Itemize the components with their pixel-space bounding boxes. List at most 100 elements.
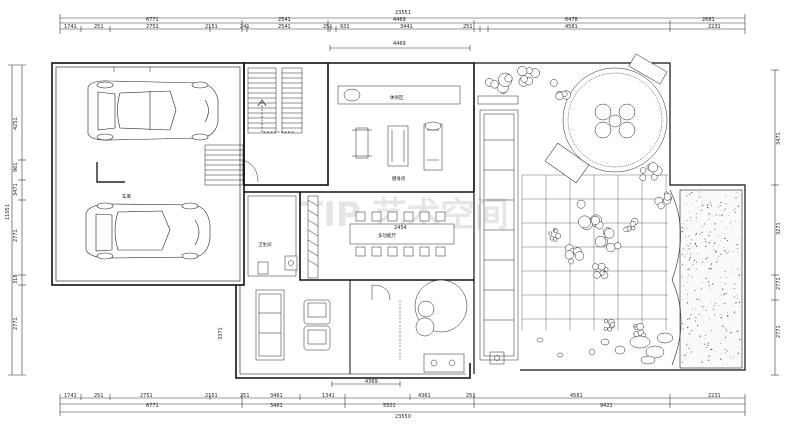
- gravel-dot: [691, 276, 693, 278]
- gravel-dot: [704, 343, 706, 345]
- gravel-dot: [692, 264, 694, 266]
- bottom-sub-dim-2: 251: [94, 393, 104, 399]
- gravel-dot: [683, 284, 685, 286]
- garage: 车库: [85, 67, 219, 260]
- gravel-dot: [690, 254, 691, 256]
- bottom-dim-3: 5501: [383, 403, 396, 409]
- gravel-dot: [681, 226, 683, 228]
- gym: 休闲区 健身房: [337, 85, 461, 182]
- gravel-dot: [721, 295, 723, 296]
- gravel-dot: [717, 235, 719, 237]
- bottom-dimension-lines: [59, 381, 746, 416]
- gravel-dot: [712, 309, 715, 311]
- gravel-dot: [707, 359, 710, 361]
- gravel-dot: [710, 200, 712, 202]
- gravel-dot: [720, 253, 722, 255]
- gravel-dot: [724, 302, 726, 304]
- shrub: [603, 326, 608, 331]
- bottom-sub-dim-4: 2151: [205, 393, 218, 399]
- shrub: [578, 215, 591, 229]
- gravel-dot: [686, 244, 688, 246]
- left-dim-3: 3471: [13, 183, 19, 196]
- gravel-dot: [737, 205, 740, 208]
- gravel-dot: [695, 234, 697, 236]
- gravel-dot: [691, 203, 693, 205]
- gravel-dot: [723, 293, 725, 296]
- gravel-dot: [727, 240, 729, 242]
- gravel-dot: [708, 342, 710, 343]
- gravel-dot: [701, 225, 703, 227]
- shrub: [592, 263, 599, 270]
- gravel-dot: [682, 223, 684, 225]
- gravel-dot: [687, 326, 689, 329]
- top-sub-dim-8: 931: [340, 24, 350, 30]
- shrub: [593, 271, 601, 279]
- gravel-dot: [698, 299, 700, 301]
- bottom-dim-2: 3461: [270, 403, 283, 409]
- shrub: [607, 327, 612, 332]
- gravel-dot: [713, 305, 715, 306]
- bottom-sub-dim-6: 3461: [270, 393, 283, 399]
- gravel-dot: [729, 222, 731, 224]
- gravel-dot: [734, 208, 736, 210]
- gravel-dot: [734, 295, 736, 297]
- shrub: [564, 250, 574, 260]
- gravel-dot: [708, 235, 710, 237]
- shrub: [604, 228, 615, 239]
- corridor: [477, 95, 519, 365]
- gravel-dot: [733, 251, 734, 253]
- left-dim-1: 4251: [13, 117, 19, 130]
- gravel-dot: [724, 250, 726, 252]
- gravel-dot: [694, 289, 696, 291]
- gravel-dot: [688, 318, 691, 320]
- top-sub-dim-10: 251: [463, 24, 473, 30]
- gravel-dot: [739, 306, 740, 307]
- bottom-sub-dim-11: 2231: [708, 393, 721, 399]
- round-patio: [544, 53, 668, 184]
- top-dim-3: 4469: [393, 17, 406, 23]
- staircase: [204, 67, 303, 186]
- garden-paving: [521, 174, 668, 330]
- shrub: [517, 66, 528, 77]
- gravel-dot: [739, 339, 741, 341]
- shrub: [520, 75, 528, 83]
- gravel-dot: [681, 276, 683, 278]
- gravel-dot: [705, 309, 707, 312]
- gravel-dot: [725, 349, 727, 351]
- gravel-dot: [695, 200, 697, 202]
- garden-plants: [485, 66, 672, 338]
- gravel-dot: [683, 228, 684, 230]
- gravel-dot: [714, 276, 715, 278]
- gravel-dot: [737, 281, 739, 282]
- shrub: [490, 80, 499, 89]
- lounge: 3371: [218, 289, 331, 361]
- gravel-dot: [684, 354, 686, 357]
- left-dim-6: 2771: [13, 317, 19, 330]
- shrub: [603, 267, 609, 272]
- gravel-dot: [695, 320, 697, 322]
- shrub: [606, 242, 616, 253]
- gravel-dot: [684, 236, 686, 238]
- gravel-dot: [720, 220, 722, 222]
- shrub: [594, 235, 607, 248]
- gravel-dot: [681, 263, 684, 266]
- gravel-dot: [689, 248, 690, 250]
- gravel-dot: [686, 282, 688, 283]
- gravel-dot: [727, 364, 729, 365]
- gravel-dot: [695, 320, 696, 322]
- gravel-dot: [697, 324, 699, 327]
- gravel-dot: [707, 344, 709, 347]
- gravel-dot: [736, 295, 738, 296]
- gravel-dot: [691, 308, 693, 310]
- bathroom-label: 卫生间: [258, 241, 272, 248]
- gravel-dot: [701, 231, 703, 233]
- left-dim-4: 2771: [13, 229, 19, 242]
- gravel-dot: [720, 201, 722, 204]
- gravel-dot: [682, 247, 684, 249]
- gravel-dot: [686, 269, 688, 271]
- gravel-dot: [695, 245, 698, 247]
- gravel-dot: [733, 237, 735, 239]
- gravel-dot: [681, 361, 683, 363]
- gravel-dot: [714, 223, 716, 225]
- gravel-dot: [737, 352, 739, 354]
